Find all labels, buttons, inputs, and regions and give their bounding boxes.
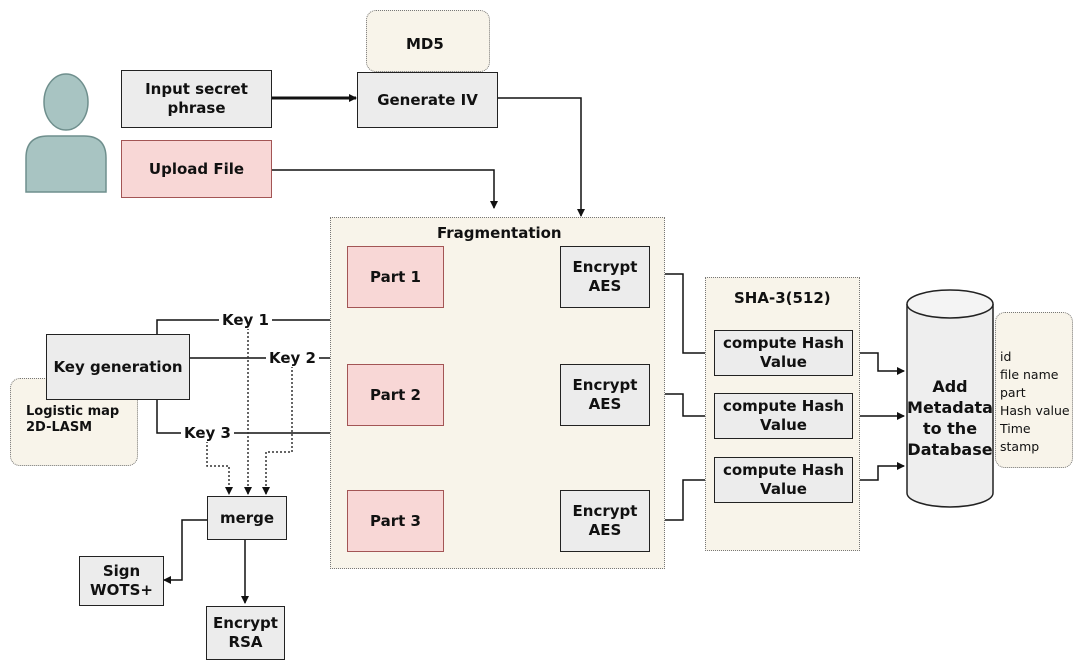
input-secret-phrase-box[interactable]: Input secret phrase	[121, 70, 272, 128]
arrow-aes2-to-hash2	[650, 393, 714, 420]
metadata-fields-zone	[995, 312, 1073, 468]
metadata-field-part: part	[1000, 385, 1026, 400]
encrypt-aes-1-box: Encrypt AES	[560, 246, 650, 308]
metadata-field-id: id	[1000, 349, 1012, 364]
key-3-label: Key 3	[181, 424, 234, 442]
key-generation-box: Key generation	[46, 334, 190, 400]
sha3-title: SHA-3(512)	[734, 289, 831, 307]
arrow-key2-to-merge	[262, 358, 293, 495]
metadata-field-time: Time	[1000, 421, 1031, 436]
metadata-field-hash-value: Hash value	[1000, 403, 1070, 418]
encrypt-rsa-box: Encrypt RSA	[206, 606, 285, 660]
arrow-merge-to-sign	[163, 519, 207, 584]
compute-hash-3-box: compute Hash Value	[714, 457, 853, 503]
arrow-upload-to-fragmentation	[272, 169, 498, 209]
metadata-field-stamp: stamp	[1000, 439, 1040, 454]
metadata-fields-list: id file name part Hash value Time stamp	[1000, 348, 1070, 456]
part-2-box: Part 2	[347, 364, 444, 426]
arrow-hash1-to-db	[853, 352, 905, 375]
md5-zone	[366, 10, 490, 72]
arrow-aes1-to-hash1	[650, 273, 714, 357]
sign-wots-box: Sign WOTS+	[79, 556, 164, 606]
user-silhouette-icon	[25, 73, 107, 193]
part-1-box: Part 1	[347, 246, 444, 308]
compute-hash-2-box: compute Hash Value	[714, 393, 853, 439]
encrypt-aes-3-box: Encrypt AES	[560, 490, 650, 552]
arrow-key3-to-merge	[206, 433, 233, 495]
arrow-hash3-to-db	[853, 462, 905, 481]
logistic-map-label: Logistic map 2D-LASM	[26, 404, 120, 435]
fragmentation-title: Fragmentation	[437, 224, 562, 242]
key-1-label: Key 1	[219, 311, 272, 329]
database-cylinder-icon	[906, 289, 994, 508]
merge-box: merge	[207, 496, 287, 540]
key-2-label: Key 2	[266, 349, 319, 367]
upload-file-button[interactable]: Upload File	[121, 140, 272, 198]
generate-iv-box: Generate IV	[357, 72, 498, 128]
encrypt-aes-2-box: Encrypt AES	[560, 364, 650, 426]
database-label: Add Metadata to the Database	[907, 377, 993, 459]
arrow-iv-to-fragmentation	[498, 97, 585, 217]
metadata-field-file-name: file name	[1000, 367, 1059, 382]
part-3-box: Part 3	[347, 490, 444, 552]
md5-label: MD5	[406, 35, 444, 53]
arrow-aes3-to-hash3	[650, 476, 714, 521]
compute-hash-1-box: compute Hash Value	[714, 330, 853, 376]
